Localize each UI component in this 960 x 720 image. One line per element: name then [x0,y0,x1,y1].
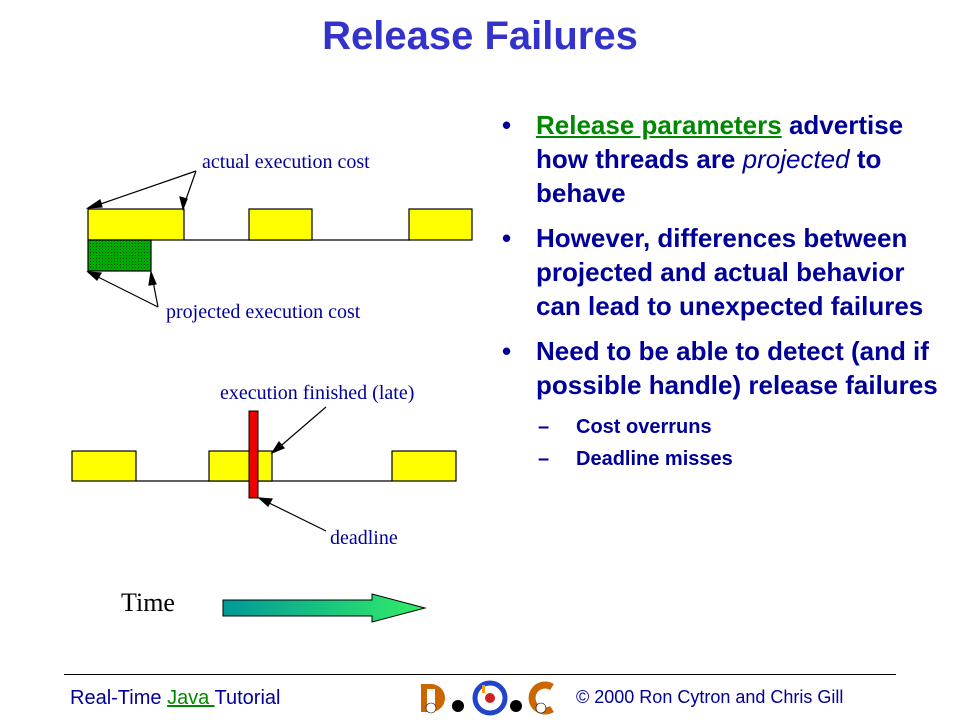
bullet-item-detect: • Need to be able to detect (and if poss… [498,334,943,402]
time-label: Time [121,588,175,617]
execution-box [71,450,137,482]
java-link[interactable]: Java [167,687,215,709]
execution-box [248,208,313,241]
right-arrow-icon [222,593,427,623]
execution-box [408,208,473,241]
projected-cost-box [87,239,152,272]
slide-title: Release Failures [322,14,638,58]
sub-bullet-marker: – [538,448,550,470]
bullet-item-release-parameters: • Release parameters advertise how threa… [498,108,943,210]
sub-bullet-marker: – [538,416,550,438]
deadline-marker [248,410,259,499]
actual-cost-label: actual execution cost [202,151,370,173]
sub-bullet-text: Deadline misses [576,448,733,470]
bullet-text: to behave [536,144,882,208]
footer-copyright: © 2000 Ron Cytron and Chris Gill [576,687,844,707]
deadline-arrow [257,497,327,532]
finished-late-arrow [270,406,327,455]
doc-group-logo [421,680,554,716]
bullet-emphasis: projected [742,144,850,174]
actual-cost-arrows [85,170,197,211]
actual-cost-box [87,208,185,241]
bullet-marker: • [502,336,512,366]
execution-box [391,450,457,482]
sub-bullet-deadline-misses: – Deadline misses [498,445,943,473]
bullet-list: • Release parameters advertise how threa… [498,108,943,473]
deadline-label: deadline [330,527,398,549]
footer-text: Tutorial [214,687,281,709]
footer-tutorial-title: Real-Time Java Tutorial [70,687,280,710]
bullet-text: advertise how threads are [536,110,904,174]
release-parameters-link[interactable]: Release parameters [536,110,782,140]
bullet-text: However, differences between projected a… [536,223,924,321]
sub-bullet-text: Cost overruns [576,416,712,438]
projected-cost-arrows [86,269,159,308]
late-execution-box [208,450,273,482]
sub-bullet-cost-overruns: – Cost overruns [498,413,943,441]
bullet-marker: • [502,110,512,140]
projected-cost-label: projected execution cost [166,301,361,323]
bullet-text: Need to be able to detect (and if possib… [536,336,938,400]
bullet-item-differences: • However, differences between projected… [498,221,943,323]
footer-text: Real-Time [70,687,168,709]
footer-divider [64,674,896,675]
bullet-marker: • [502,223,512,253]
finished-late-label: execution finished (late) [220,382,414,404]
